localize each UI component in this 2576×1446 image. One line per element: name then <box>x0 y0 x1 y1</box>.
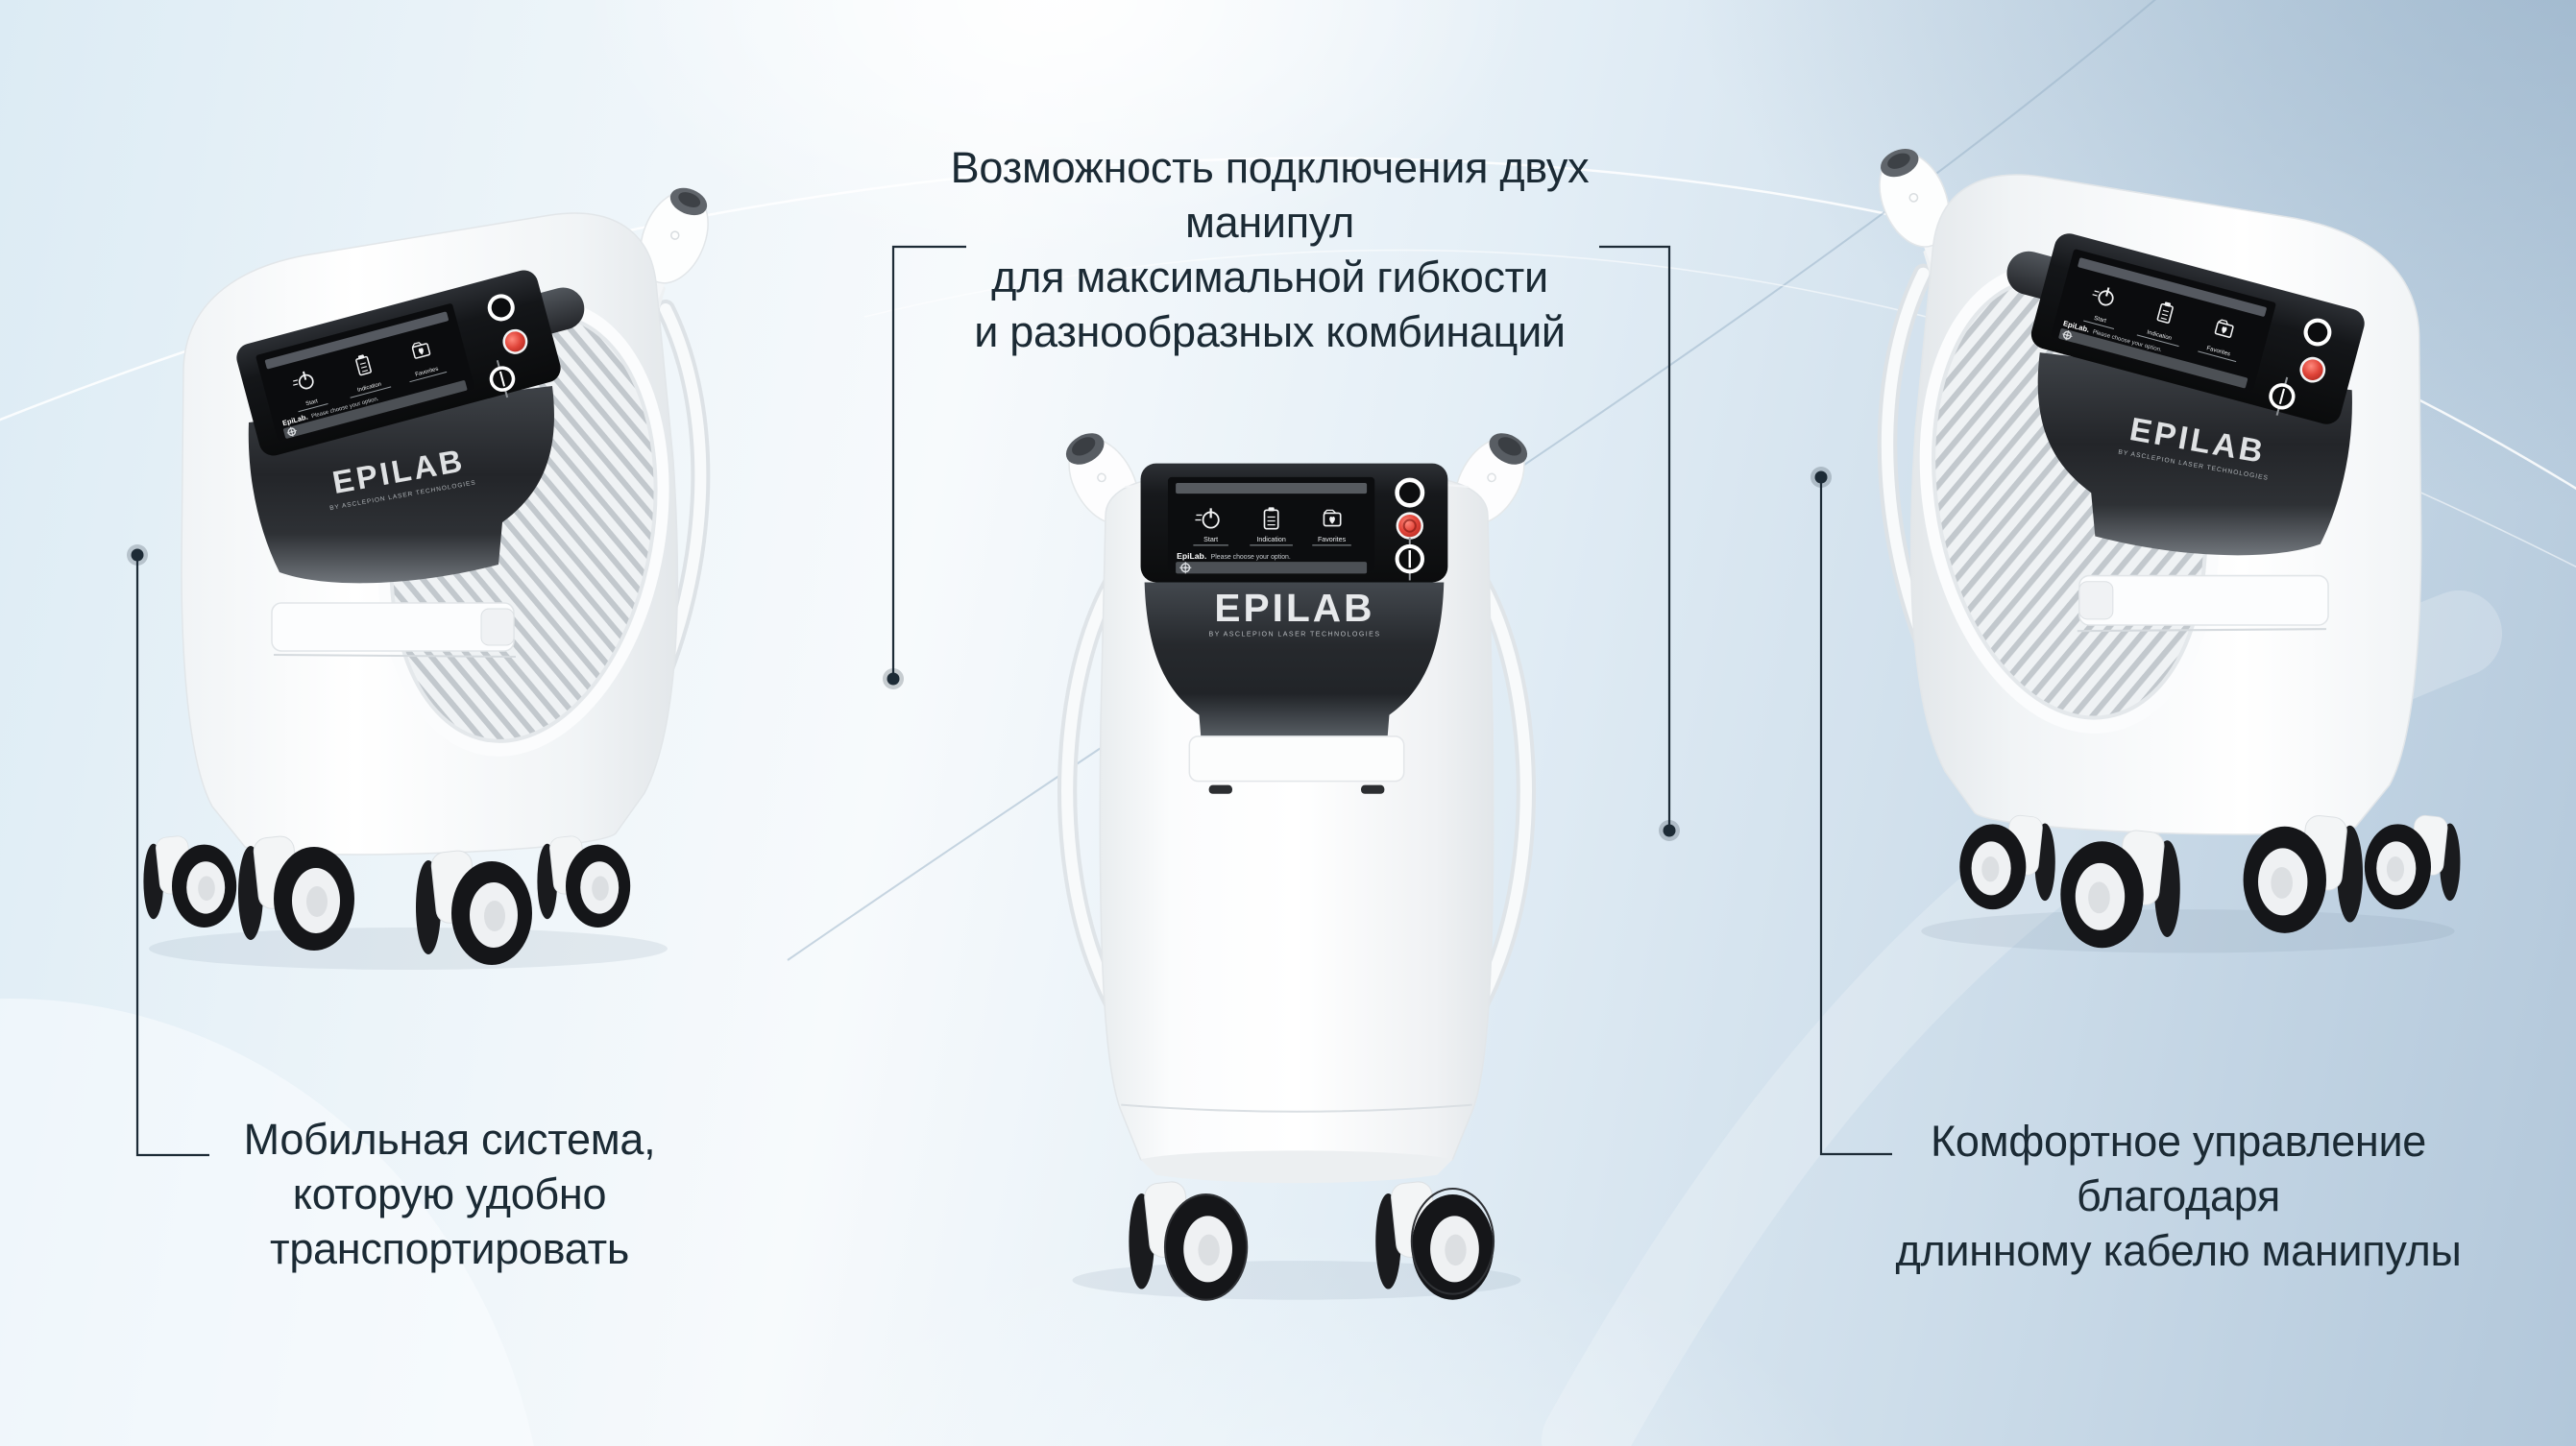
power-key-switch[interactable] <box>1395 537 1424 581</box>
caster-wheel <box>2243 815 2364 933</box>
settings-gear-icon[interactable] <box>2061 329 2074 342</box>
ground-shadow <box>149 928 668 970</box>
callout-top-line-1: Возможность подключения двух <box>950 143 1590 192</box>
ground-shadow <box>1921 909 2455 953</box>
screen-status-title: EpiLab. <box>1177 551 1206 561</box>
storage-tray <box>271 602 517 658</box>
callout-top-line-3: для максимальной гибкости <box>991 253 1548 301</box>
menu-start-label[interactable]: Start <box>2093 315 2107 325</box>
power-key-switch[interactable] <box>487 357 519 400</box>
touchscreen <box>1167 476 1375 571</box>
screen-status-message: Please choose your option. <box>1211 554 1291 561</box>
power-key-switch[interactable] <box>2266 374 2297 419</box>
clipboard-icon <box>1263 507 1279 530</box>
clipboard-icon <box>2156 301 2174 324</box>
base-bevel <box>1140 1150 1453 1184</box>
caster-wheel <box>1129 1181 1249 1301</box>
callout-bl-line-1: Мобильная система, <box>243 1115 656 1164</box>
callout-br-line-1: Комфортное управление <box>1930 1117 2427 1166</box>
callout-bl-line-3: транспортировать <box>270 1224 629 1273</box>
menu-start-label[interactable]: Start <box>305 398 319 407</box>
callout-br-line-2: благодаря <box>2077 1171 2280 1220</box>
power-icon <box>1195 508 1220 529</box>
white-ring-indicator <box>1395 477 1425 508</box>
callout-bottom-left-text: Мобильная система, которую удобно трансп… <box>161 1112 738 1276</box>
touchscreen <box>2051 249 2276 391</box>
settings-gear-icon[interactable] <box>1179 562 1192 574</box>
power-icon <box>293 371 314 390</box>
menu-favorites-label[interactable]: Favorites <box>1318 536 1347 543</box>
callout-top-text: Возможность подключения двух манипул для… <box>895 140 1644 359</box>
callout-bottom-right-text: Комфортное управление благодаря длинному… <box>1871 1114 2486 1278</box>
caster-wheel <box>416 850 532 965</box>
white-ring-indicator <box>2303 318 2332 347</box>
red-emergency-stop-button[interactable] <box>1396 512 1423 540</box>
caster-wheel <box>537 835 631 928</box>
touchscreen <box>255 303 474 441</box>
brand-subtitle: BY ASCLEPION LASER TECHNOLOGIES <box>1208 630 1380 638</box>
storage-tray <box>1188 735 1405 794</box>
folder-heart-icon <box>1323 509 1342 527</box>
device-left-view: Start Indication Favorites EpiLab. Pleas… <box>143 187 711 970</box>
brand-logo: EPILAB <box>1214 586 1374 630</box>
red-emergency-stop-button[interactable] <box>499 326 530 357</box>
red-emergency-stop-button[interactable] <box>2297 354 2328 386</box>
callout-top-line-4: и разнообразных комбинаций <box>974 307 1566 356</box>
caster-wheel <box>2364 814 2461 910</box>
control-panel: Start Indication Favorites EpiLab. Pleas… <box>2030 233 2365 424</box>
settings-gear-icon[interactable] <box>286 425 298 437</box>
callout-top-line-2: манипул <box>1185 198 1354 247</box>
device-center-view: Start Indication Favorites EpiLab. Pleas… <box>1057 433 1536 1301</box>
white-ring-indicator <box>487 294 515 322</box>
power-icon <box>2092 287 2114 306</box>
caster-wheel <box>143 835 237 928</box>
caster-wheel <box>238 835 354 951</box>
caster-wheel <box>1375 1181 1495 1300</box>
menu-start-label[interactable]: Start <box>1203 536 1218 543</box>
control-panel: Start Indication Favorites EpiLab. Pleas… <box>236 270 561 456</box>
device-body-group: Start Indication Favorites EpiLab. Pleas… <box>1057 433 1536 1301</box>
callout-br-line-3: длинному кабелю манипулы <box>1895 1226 2462 1275</box>
device-right-view: Start Indication Favorites EpiLab. Pleas… <box>1877 149 2461 953</box>
caster-wheel <box>2060 830 2180 949</box>
callout-bl-line-2: которую удобно <box>292 1169 607 1218</box>
folder-heart-icon <box>2214 319 2234 338</box>
menu-indication-label[interactable]: Indication <box>1256 536 1285 543</box>
handpiece <box>639 187 709 311</box>
folder-heart-icon <box>411 342 431 359</box>
clipboard-icon <box>355 354 372 376</box>
storage-tray <box>2077 574 2329 633</box>
front-fascia <box>1144 582 1445 762</box>
caster-wheel <box>1959 814 2055 910</box>
